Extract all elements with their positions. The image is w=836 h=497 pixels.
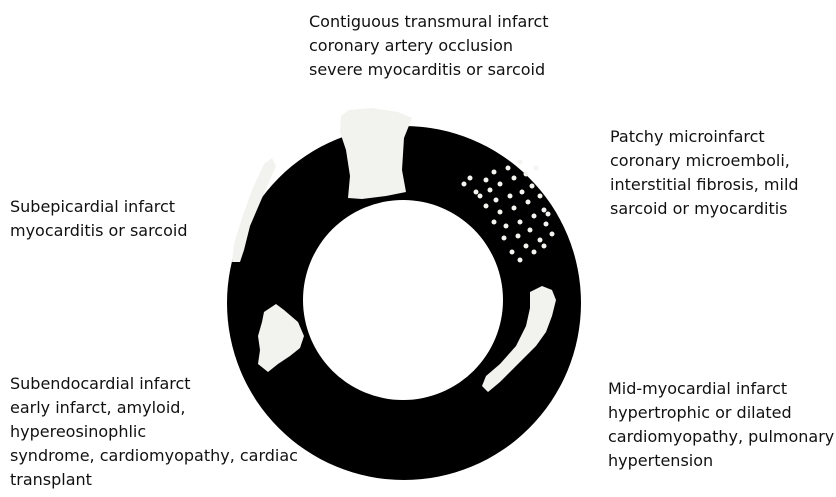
transmural-infarct-label: Contiguous transmural infarct coronary a… xyxy=(309,10,549,82)
label-line: interstitial fibrosis, mild xyxy=(610,173,799,197)
label-title: Patchy microinfarct xyxy=(610,125,799,149)
midmyocardial-infarct-label: Mid-myocardial infarct hypertrophic or d… xyxy=(608,377,834,473)
label-title: Contiguous transmural infarct xyxy=(309,10,549,34)
transmural-scar xyxy=(340,108,412,199)
subepicardial-infarct-label: Subepicardial infarct myocarditis or sar… xyxy=(10,195,188,243)
label-title: Subendocardial infarct xyxy=(10,372,298,396)
label-line: myocarditis or sarcoid xyxy=(10,219,188,243)
label-line: sarcoid or myocarditis xyxy=(610,197,799,221)
label-line: syndrome, cardiomyopathy, cardiac xyxy=(10,444,298,468)
label-line: severe myocarditis or sarcoid xyxy=(309,58,549,82)
label-title: Mid-myocardial infarct xyxy=(608,377,834,401)
ventricle-cavity xyxy=(303,200,503,400)
label-line: hypertrophic or dilated xyxy=(608,401,834,425)
patchy-microinfarct-label: Patchy microinfarct coronary microemboli… xyxy=(610,125,799,221)
label-line: hypereosinophlic xyxy=(10,420,298,444)
label-line: transplant xyxy=(10,468,298,492)
label-line: early infarct, amyloid, xyxy=(10,396,298,420)
subendocardial-infarct-label: Subendocardial infarct early infarct, am… xyxy=(10,372,298,492)
label-title: Subepicardial infarct xyxy=(10,195,188,219)
label-line: hypertension xyxy=(608,449,834,473)
label-line: coronary artery occlusion xyxy=(309,34,549,58)
label-line: coronary microemboli, xyxy=(610,149,799,173)
label-line: cardiomyopathy, pulmonary xyxy=(608,425,834,449)
